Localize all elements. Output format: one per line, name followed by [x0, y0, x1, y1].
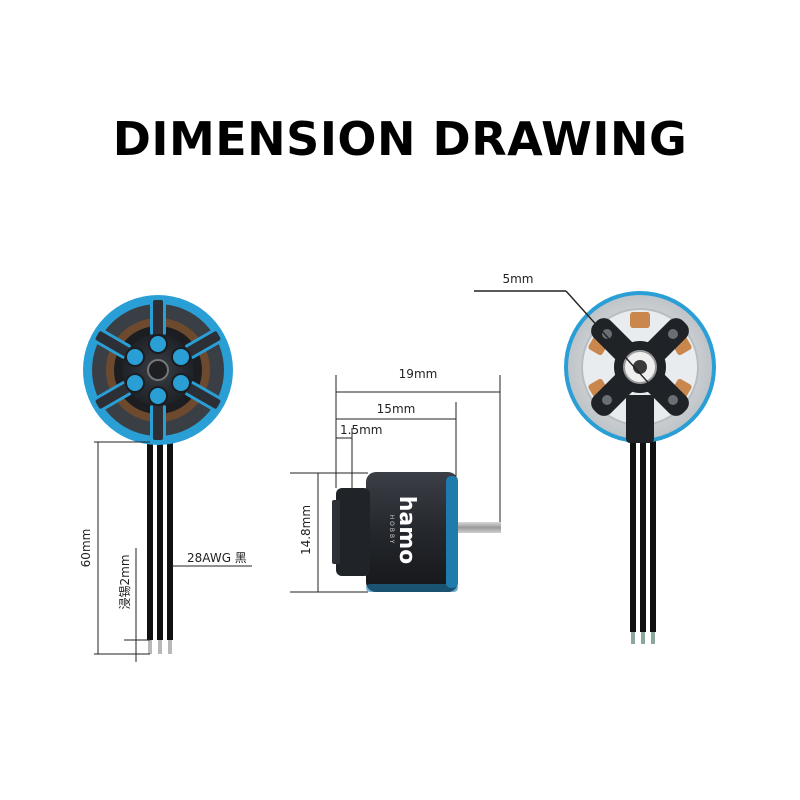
middle-motor-shaft	[455, 522, 501, 533]
left-motor-top-view	[83, 295, 233, 654]
tin-length-label: 浸锡2mm	[117, 554, 132, 609]
wire-length-label: 60mm	[79, 529, 93, 568]
left-dimensions: 60mm 浸锡2mm 28AWG 黑	[79, 441, 252, 662]
middle-motor-body	[366, 472, 458, 592]
overall-length-label: 19mm	[399, 367, 438, 381]
middle-motor-base	[336, 488, 370, 576]
svg-text:HOBBY: HOBBY	[388, 515, 395, 546]
base-thickness-label: 1.5mm	[340, 423, 382, 437]
left-motor-shaft	[147, 359, 169, 381]
brand-logo: hamo HOBBY	[388, 496, 419, 565]
right-motor-bottom-view	[564, 291, 716, 644]
middle-dimensions: 19mm 15mm 1.5mm 14.8mm	[290, 367, 501, 593]
body-length-label: 15mm	[377, 402, 416, 416]
left-motor-wires	[147, 440, 173, 654]
right-dimensions: 5mm	[474, 272, 663, 399]
shaft-diameter-label: 5mm	[502, 272, 533, 286]
svg-text:hamo: hamo	[394, 496, 419, 565]
middle-motor-side-view: hamo HOBBY	[332, 472, 501, 592]
body-diameter-label: 14.8mm	[299, 505, 313, 555]
right-motor-wires	[630, 440, 656, 644]
page-title: DIMENSION DRAWING	[112, 112, 688, 166]
wire-gauge-label: 28AWG 黑	[187, 551, 247, 565]
